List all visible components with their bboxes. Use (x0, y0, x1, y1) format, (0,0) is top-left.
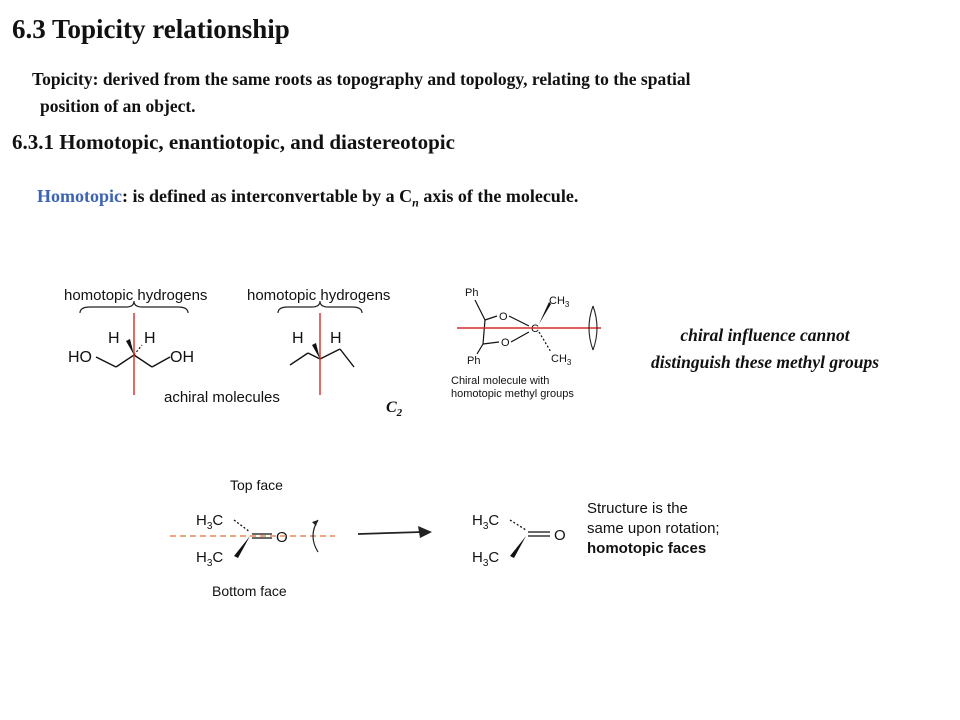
ch3-label-bottom: CH3 (551, 353, 572, 367)
section-subtitle: 6.3.1 Homotopic, enantiotopic, and diast… (12, 130, 455, 154)
h-label-4: H (330, 330, 342, 347)
wedge-bond-1 (126, 339, 134, 355)
transform-arrow (357, 531, 423, 535)
homotopic-sub-n: n (412, 195, 419, 210)
label-homotopic-hydrogens-b: homotopic hydrogens (247, 287, 390, 304)
intro-paragraph: Topicity: derived from the same roots as… (32, 66, 942, 120)
c2-sub: 2 (396, 407, 403, 420)
homotopic-faces-figure: Top face Bottom face H3C H3C O H3C H3C O… (170, 477, 720, 599)
chiral-influence-note: chiral influence cannot distinguish thes… (590, 322, 940, 376)
chiral-caption-line-1: Chiral molecule with (451, 375, 549, 387)
brace-b (277, 300, 363, 314)
ho-label: HO (68, 349, 92, 366)
label-homotopic-hydrogens-a: homotopic hydrogens (64, 287, 207, 304)
h-label-2: H (144, 330, 156, 347)
h3c-top-right: H3C (472, 512, 499, 532)
rotation-arrow-icon (588, 305, 594, 351)
page-title: 6.3 Topicity relationship (12, 14, 290, 44)
homotopic-keyword: Homotopic (37, 186, 122, 206)
chiral-molecule-figure: Ph Ph O O C CH3 CH3 Chiral molecule with… (451, 287, 601, 400)
c2-label: C2 (386, 399, 402, 419)
o-label-top: O (499, 311, 508, 323)
o-left: O (276, 529, 288, 546)
top-face-label: Top face (230, 477, 283, 493)
c2-letter: C (386, 399, 397, 416)
desc-line-3: homotopic faces (587, 540, 706, 557)
note-line-1: chiral influence cannot (680, 325, 850, 345)
c-label-center: C (531, 323, 539, 335)
ph-label-bottom: Ph (467, 355, 480, 367)
ch3-label-top: CH3 (549, 295, 570, 309)
intro-line-1: Topicity: derived from the same roots as… (32, 69, 691, 89)
chiral-caption-line-2: homotopic methyl groups (451, 388, 574, 400)
h-label-3: H (292, 330, 304, 347)
o-right: O (554, 527, 566, 544)
homotopic-definition: Homotopic: is defined as interconvertabl… (37, 186, 578, 211)
o-label-bottom: O (501, 337, 510, 349)
oh-label: OH (170, 349, 194, 366)
desc-line-1: Structure is the (587, 500, 688, 517)
homotopic-text-2: axis of the molecule. (418, 186, 579, 206)
bottom-face-label: Bottom face (212, 583, 287, 599)
brace-a (79, 300, 189, 314)
h3c-bottom-left: H3C (196, 549, 223, 569)
h-label-1: H (108, 330, 120, 347)
intro-line-2: position of an object. (40, 96, 196, 116)
wedge-bond-2 (312, 343, 320, 359)
h3c-bottom-right: H3C (472, 549, 499, 569)
h3c-top-left: H3C (196, 512, 223, 532)
ph-label-top: Ph (465, 287, 478, 299)
note-line-2: distinguish these methyl groups (650, 352, 880, 372)
arrow-head-icon (418, 526, 432, 538)
achiral-molecules-label: achiral molecules (164, 389, 280, 406)
homotopic-hydrogens-figure: homotopic hydrogens homotopic hydrogens … (64, 287, 390, 406)
homotopic-text-1: : is defined as interconvertable by a C (122, 186, 413, 206)
desc-line-2: same upon rotation; (587, 520, 720, 537)
